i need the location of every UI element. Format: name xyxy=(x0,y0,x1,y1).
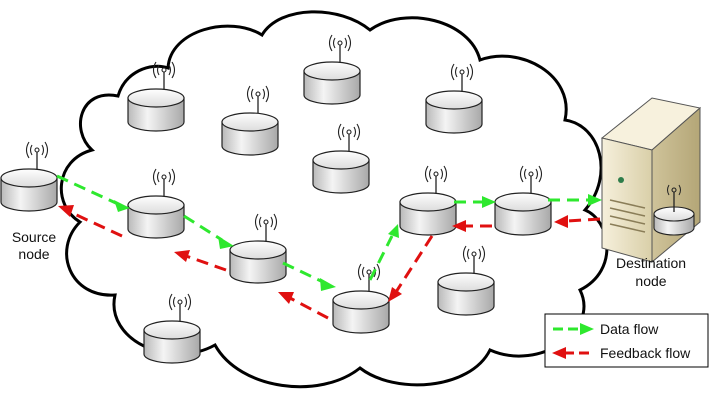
data-flow-segment xyxy=(183,214,223,242)
data-flow-segment xyxy=(368,235,394,281)
feedback-flow-arrowheads xyxy=(58,205,568,304)
legend: Data flow Feedback flow xyxy=(544,313,709,368)
data-flow-arrowheads xyxy=(114,194,602,291)
feedback-flow-path xyxy=(69,210,601,320)
legend-data-flow-label: Data flow xyxy=(600,321,659,337)
node-source xyxy=(0,141,58,212)
server-icon xyxy=(600,97,702,264)
data-flow-segment xyxy=(282,261,324,284)
data-flow-segment xyxy=(56,174,119,206)
legend-feedback-flow-label: Feedback flow xyxy=(600,345,691,361)
source-label-line1: Source xyxy=(12,229,57,245)
feedback-flow-segment xyxy=(565,217,601,223)
feedback-flow-segment xyxy=(69,210,123,238)
destination-label-line1: Destination xyxy=(616,255,686,271)
destination-label-line2: node xyxy=(635,273,666,289)
feedback-flow-segment xyxy=(289,296,329,320)
feedback-flow-segment xyxy=(394,235,434,293)
feedback-flow-segment xyxy=(185,254,227,272)
source-label-line2: node xyxy=(18,246,49,262)
data-flow-path xyxy=(56,174,590,284)
